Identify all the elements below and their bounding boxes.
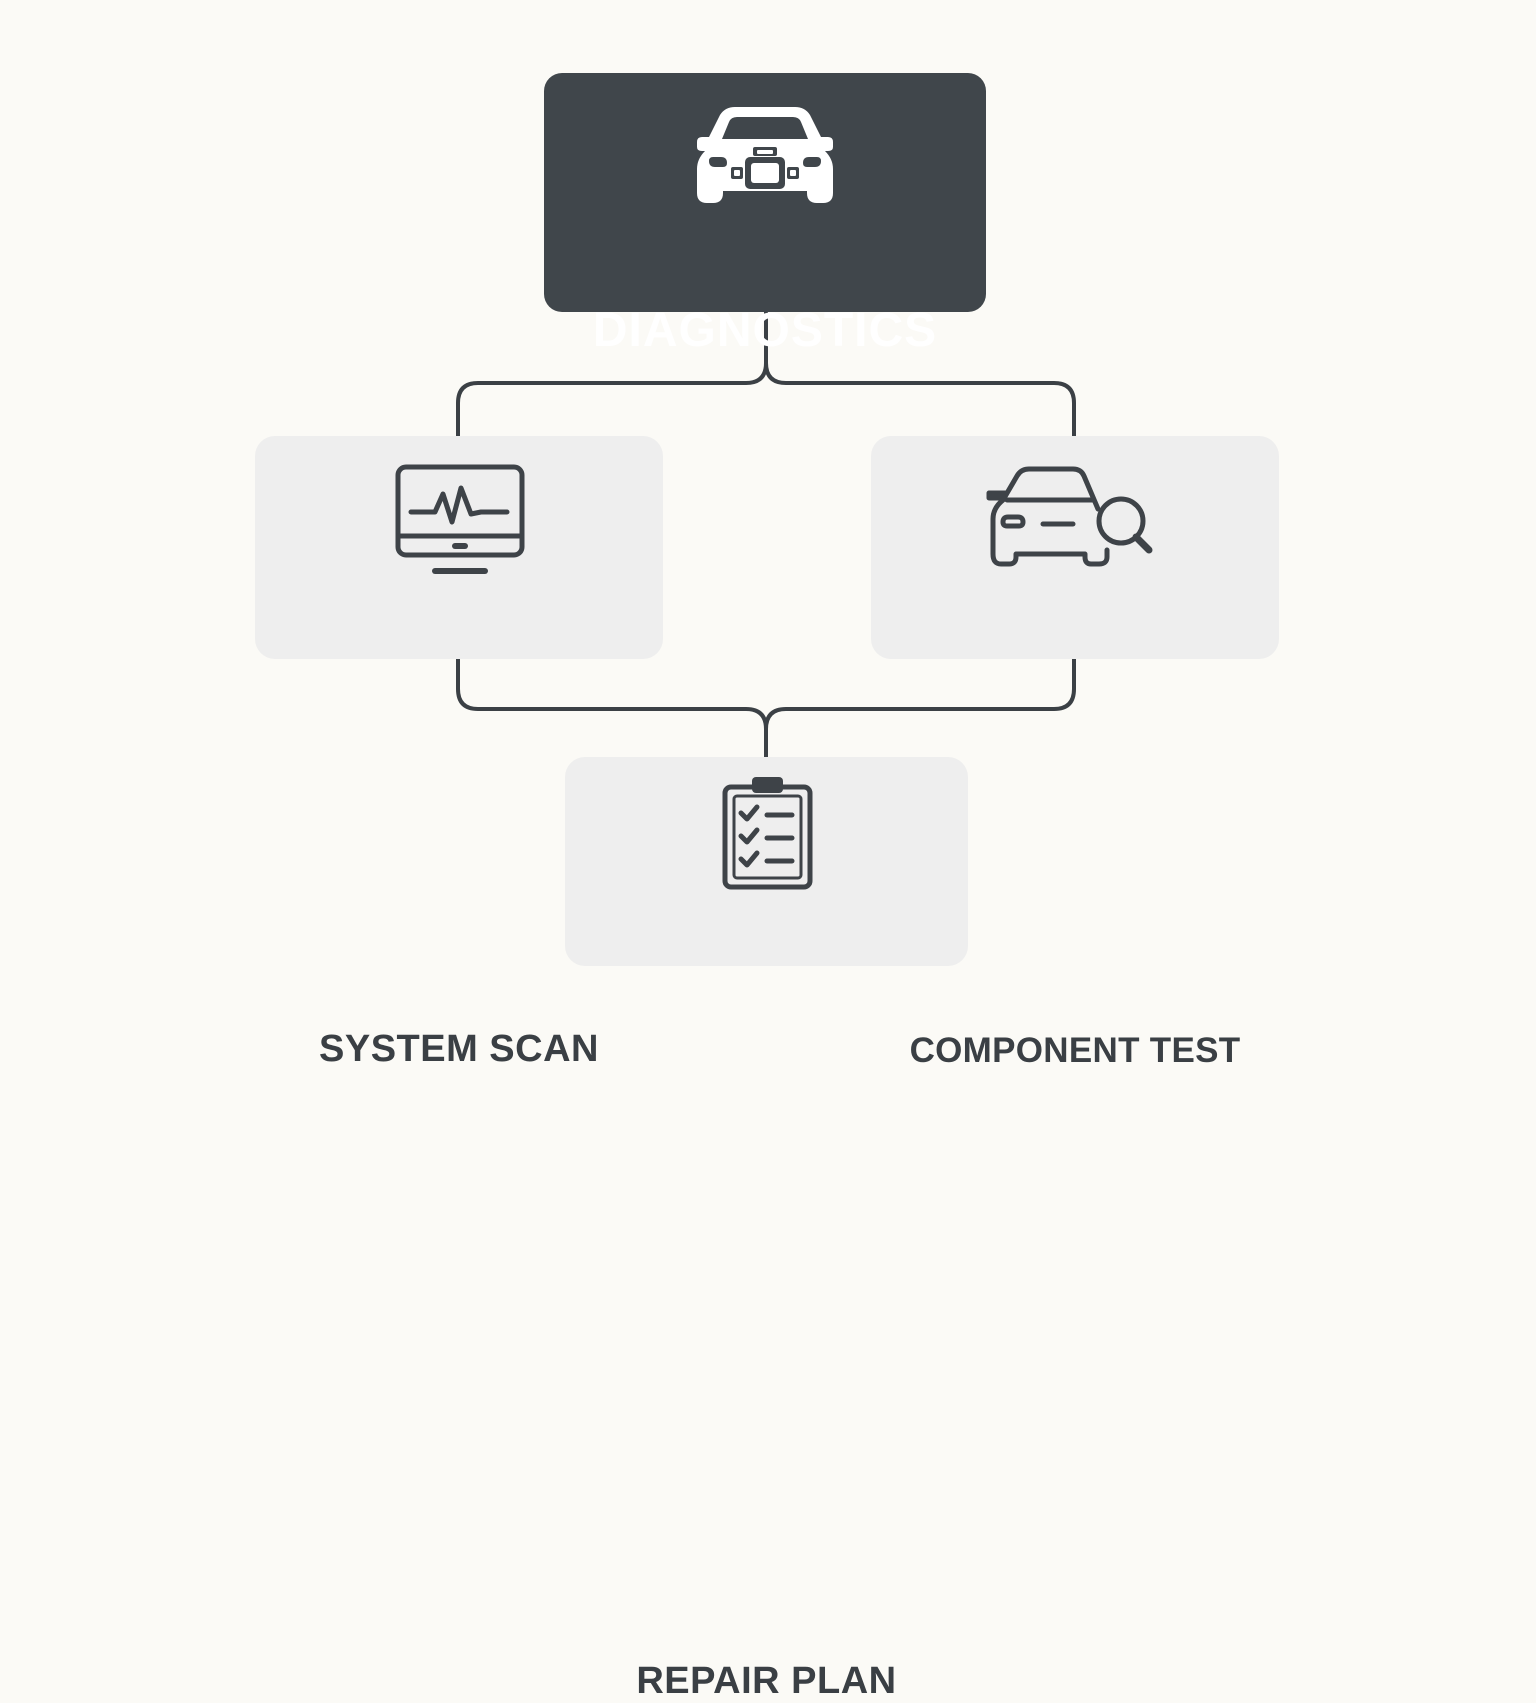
- system-scan-label: SYSTEM SCAN: [319, 1028, 599, 1070]
- car-engine-icon: [697, 107, 833, 203]
- component-test-node: COMPONENT TEST: [871, 436, 1279, 1070]
- clipboard-checklist-icon: [722, 777, 813, 890]
- repair-plan-node: REPAIR PLAN: [565, 757, 968, 1702]
- component-test-label: COMPONENT TEST: [909, 1031, 1241, 1070]
- connector-root-to-branches: [456, 310, 1076, 438]
- diagnostics-node: DIAGNOSTICS: [544, 73, 986, 357]
- repair-plan-label: REPAIR PLAN: [636, 1660, 897, 1702]
- car-magnifier-icon: [986, 466, 1153, 567]
- monitor-waveform-icon: [395, 464, 525, 574]
- system-scan-node: SYSTEM SCAN: [255, 436, 663, 1070]
- connector-branches-to-result: [456, 657, 1076, 759]
- diagnostics-label: DIAGNOSTICS: [592, 304, 938, 357]
- connector-lines: [456, 310, 1076, 759]
